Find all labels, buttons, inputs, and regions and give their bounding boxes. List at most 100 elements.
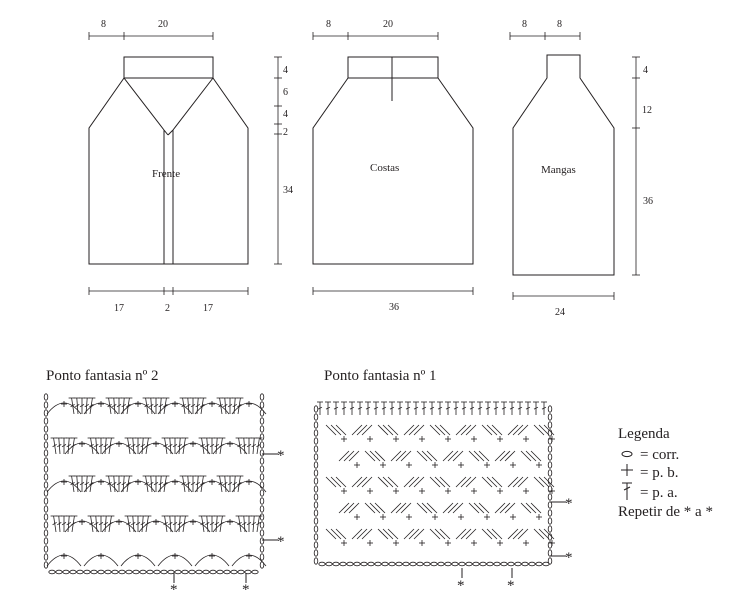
chain-stitch-icon: [43, 545, 49, 553]
chain-stitch-icon: [547, 405, 553, 413]
single-crochet-icon: [209, 401, 215, 407]
diagonal-stitch: [343, 450, 355, 462]
double-crochet-stitch-icon: [163, 397, 170, 415]
chain-stitch-icon: [188, 569, 196, 575]
single-crochet-icon: [497, 436, 503, 442]
diagonal-stitch: [460, 528, 472, 540]
diagonal-stitch: [408, 528, 420, 540]
single-crochet-icon: [61, 401, 67, 407]
diagonal-stitch: [429, 424, 441, 436]
chain-stitch-icon: [209, 569, 217, 575]
diagonal-stitch: [507, 528, 519, 540]
chain-stitch-icon: [486, 561, 494, 567]
single-crochet-icon: [445, 488, 451, 494]
double-crochet-stitch-icon: [179, 475, 186, 493]
chain-stitch-icon: [313, 541, 319, 549]
chain-stitch-icon: [547, 517, 553, 525]
chart2-grid: [43, 393, 267, 575]
diagonal-stitch: [512, 528, 524, 540]
double-crochet-stitch-icon: [147, 397, 154, 415]
diagonal-stitch: [499, 450, 511, 462]
double-crochet-stitch-icon: [251, 437, 258, 455]
diagonal-stitch: [473, 502, 485, 514]
double-crochet-stitch-icon: [235, 437, 242, 455]
diagonal-stitch: [434, 424, 446, 436]
single-crochet-icon: [153, 441, 159, 447]
double-crochet-stitch-icon: [216, 397, 223, 415]
single-crochet-icon: [510, 514, 516, 520]
diagonal-stitch: [517, 424, 529, 436]
chain-stitch-icon: [374, 561, 382, 567]
single-crochet-icon: [484, 462, 490, 468]
diagonal-stitch: [533, 476, 545, 488]
double-crochet-stitch-icon: [172, 437, 178, 454]
chain-stitch-icon: [547, 421, 553, 429]
chain-stitch-icon: [547, 469, 553, 477]
single-crochet-icon: [393, 540, 399, 546]
diagonal-stitch: [408, 424, 420, 436]
double-crochet-stitch-icon: [203, 515, 210, 533]
double-crochet-stitch-icon: [84, 475, 91, 493]
double-crochet-stitch-icon: [158, 397, 165, 415]
chain-stitch-icon: [132, 569, 140, 575]
chain-stitch-icon: [259, 513, 265, 521]
chain-stitch-icon: [547, 509, 553, 517]
diagonal-stitch: [442, 450, 454, 462]
diagonal-stitch: [364, 502, 376, 514]
chain-stitch-icon: [160, 569, 168, 575]
chain-stitch-icon: [381, 561, 389, 567]
single-crochet-icon: [523, 488, 529, 494]
double-crochet-stitch-icon: [541, 401, 547, 415]
sleeve-side-dim-1: 4: [643, 65, 648, 76]
diagonal-stitch: [382, 424, 394, 436]
double-crochet-stitch-icon: [525, 401, 531, 415]
single-crochet-icon: [549, 540, 555, 546]
single-crochet-icon: [341, 488, 347, 494]
chain-stitch-icon: [251, 569, 259, 575]
legend-repeat-text: Repetir de * a *: [618, 504, 713, 520]
double-crochet-stitch-icon: [89, 475, 96, 493]
double-crochet-stitch-icon: [177, 437, 184, 455]
chain-stitch-icon: [259, 553, 265, 561]
diagonal-stitch: [356, 476, 368, 488]
single-crochet-icon: [61, 479, 67, 485]
double-crochet-stitch-icon: [50, 437, 57, 455]
double-crochet-stitch-icon: [124, 437, 131, 455]
diagonal-stitch: [325, 476, 337, 488]
single-crochet-icon: [116, 441, 122, 447]
sleeve-bottom-dim: 24: [555, 307, 565, 318]
chain-stitch-icon: [43, 457, 49, 465]
chain-stitch-icon: [43, 481, 49, 489]
chain-stitch-icon: [313, 445, 319, 453]
chain-stitch-icon: [223, 569, 231, 575]
single-crochet-icon: [209, 479, 215, 485]
diagonal-stitch: [530, 450, 542, 462]
double-crochet-stitch-icon: [397, 401, 403, 415]
chain-stitch-icon: [43, 425, 49, 433]
double-crochet-stitch-icon: [135, 515, 141, 532]
chain-stitch-icon: [146, 569, 154, 575]
double-crochet-stitch-icon: [79, 397, 85, 414]
diagonal-stitch: [465, 424, 477, 436]
double-crochet-stitch-icon: [121, 475, 128, 493]
single-crochet-icon: [354, 514, 360, 520]
chain-stitch-icon: [83, 569, 91, 575]
diagonal-stitch: [364, 450, 376, 462]
single-crochet-icon: [190, 441, 196, 447]
double-crochet-stitch-icon: [163, 475, 170, 493]
diagonal-stitch: [439, 424, 451, 436]
chart2-repeat-mark-2: *: [277, 534, 285, 550]
diagonal-stitch: [538, 476, 550, 488]
diagonal-stitch: [481, 424, 493, 436]
chart2-title: Ponto fantasia nº 2: [46, 368, 159, 384]
chain-stitch-icon: [318, 561, 326, 567]
chain-stitch-icon: [259, 521, 265, 529]
chain-stitch-icon: [313, 493, 319, 501]
chain-stitch-icon: [244, 569, 252, 575]
diagonal-stitch: [486, 476, 498, 488]
double-crochet-stitch-icon: [179, 397, 186, 415]
back-label: Costas: [370, 162, 399, 174]
chain-stitch-icon: [547, 453, 553, 461]
diagonal-stitch: [416, 502, 428, 514]
single-crochet-icon: [246, 479, 252, 485]
